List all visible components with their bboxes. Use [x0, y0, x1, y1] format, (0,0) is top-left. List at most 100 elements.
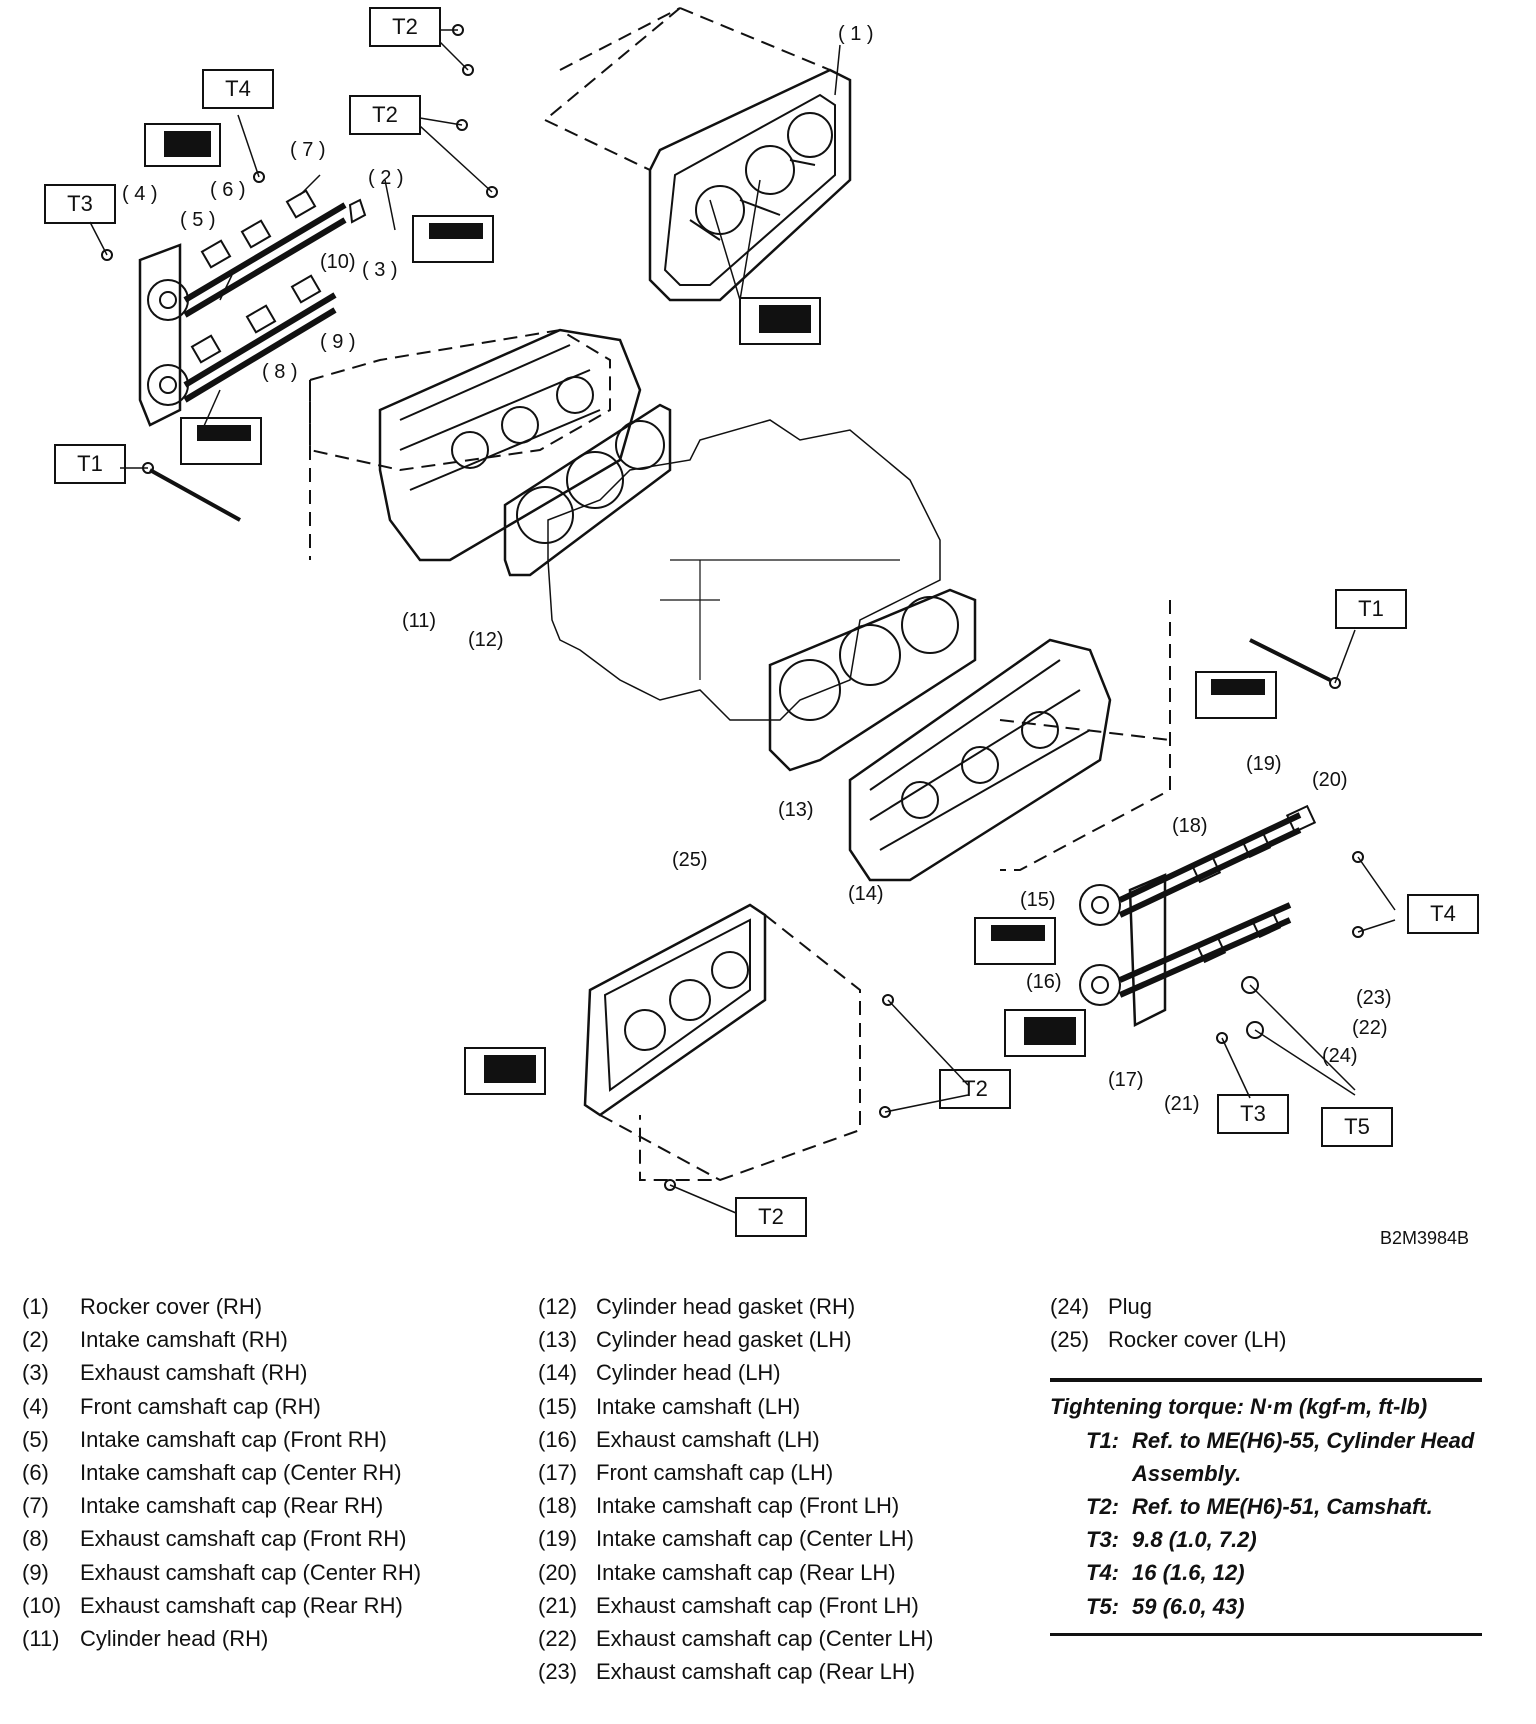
legend-item-number: (2): [22, 1327, 49, 1353]
legend-item: (5)Intake camshaft cap (Front RH): [22, 1423, 492, 1456]
legend-item-number: (19): [538, 1526, 578, 1552]
callout-5: ( 5 ): [180, 209, 216, 231]
torque-item-value: Ref. to ME(H6)-51, Camshaft.: [1132, 1494, 1433, 1520]
callout-15: (15): [1020, 889, 1056, 911]
legend-item-text: Rocker cover (RH): [80, 1294, 263, 1319]
callout-16: (16): [1026, 971, 1062, 993]
callout-11: (11): [402, 610, 436, 632]
engine-block-outline: [547, 419, 941, 721]
cylinder-head-rh: [309, 328, 642, 562]
legend-item: (20)Intake camshaft cap (Rear LH): [538, 1556, 1008, 1589]
callout-9: ( 9 ): [320, 331, 356, 353]
callout-19: (19): [1246, 753, 1282, 775]
tag-t2-c: T2: [962, 1076, 988, 1101]
callout-7: ( 7 ): [290, 139, 326, 161]
oil-icon: [974, 917, 1056, 965]
legend-item-number: (22): [538, 1626, 578, 1652]
callout-25: (25): [672, 849, 708, 871]
legend-item: (18)Intake camshaft cap (Front LH): [538, 1489, 1008, 1522]
legend-item-text: Plug: [1108, 1294, 1153, 1319]
tag-t3-a: T3: [67, 191, 93, 216]
callout-22: (22): [1352, 1017, 1388, 1039]
legend-item-text: Exhaust camshaft cap (Center LH): [596, 1626, 934, 1652]
callout-23: (23): [1356, 987, 1392, 1009]
legend-item-text: Exhaust camshaft cap (Center RH): [80, 1559, 422, 1585]
legend-item-number: (8): [22, 1526, 49, 1552]
legend-item: (19)Intake camshaft cap (Center LH): [538, 1522, 1008, 1555]
legend-item-text: Exhaust camshaft (LH): [596, 1426, 820, 1452]
legend-item-number: (23): [538, 1659, 578, 1685]
legend-item-text: Exhaust camshaft cap (Rear LH): [596, 1659, 916, 1685]
oil-icon: [412, 215, 494, 263]
legend-item: (3) Exhaust camshaft (RH): [22, 1356, 492, 1389]
legend-item-number: (24): [1050, 1294, 1090, 1319]
legend-item: (11)Cylinder head (RH): [22, 1622, 492, 1655]
sealant-icon: [739, 297, 821, 345]
callout-20: (20): [1312, 769, 1348, 791]
torque-item: T4: 16 (1.6, 12): [1050, 1556, 1482, 1589]
legend-item-number: (21): [538, 1592, 578, 1618]
callout-17: (17): [1108, 1069, 1144, 1091]
legend-column-2: (12)Cylinder head gasket (RH)(13)Cylinde…: [538, 1290, 1008, 1688]
callout-3: ( 3 ): [362, 259, 398, 281]
oil-icon: [180, 417, 262, 465]
legend-item-text: Cylinder head (LH): [596, 1360, 781, 1386]
legend-item-number: (4): [22, 1393, 49, 1419]
legend-item: (6) Intake camshaft cap (Center RH): [22, 1456, 492, 1489]
sealant-icon: [144, 123, 221, 167]
legend-item-text: Intake camshaft cap (Center RH): [80, 1460, 402, 1486]
legend-item-text: Cylinder head gasket (RH): [596, 1294, 856, 1319]
tag-t5: T5: [1344, 1114, 1370, 1139]
torque-item-key: T4:: [1086, 1560, 1119, 1586]
leader-lines: [89, 29, 1396, 1214]
legend-item-text: Cylinder head gasket (LH): [596, 1327, 852, 1353]
sealant-icon: [464, 1047, 546, 1095]
legend-item-number: (5): [22, 1426, 49, 1452]
torque-item-key: T5:: [1086, 1593, 1119, 1619]
callout-13: (13): [778, 799, 814, 821]
legend-item-number: (6): [22, 1460, 49, 1486]
tag-t2-b: T2: [372, 102, 398, 127]
torque-heading: Tightening torque: N·m (kgf-m, ft-lb): [1050, 1394, 1428, 1420]
torque-item-value: 59 (6.0, 43): [1132, 1593, 1245, 1619]
legend-item-number: (15): [538, 1393, 578, 1419]
bolts: [101, 24, 1364, 1191]
legend-column-1: (1)Rocker cover (RH)(2)Intake camshaft (…: [22, 1290, 492, 1655]
legend-item-number: (7): [22, 1493, 49, 1519]
legend-item-text: Front camshaft cap (LH): [596, 1460, 834, 1486]
legend-item: (23) Exhaust camshaft cap (Rear LH): [538, 1655, 1008, 1688]
legend-item-number: (9): [22, 1559, 49, 1585]
legend-item: (22) Exhaust camshaft cap (Center LH): [538, 1622, 1008, 1655]
torque-item: T1:Ref. to ME(H6)-55, Cylinder Head Asse…: [1050, 1424, 1482, 1490]
legend-item-number: (16): [538, 1426, 578, 1452]
legend-item-text: Exhaust camshaft (RH): [80, 1360, 308, 1386]
tag-t4-b: T4: [1430, 901, 1456, 926]
tag-t1-a: T1: [77, 451, 103, 476]
legend-item-number: (17): [538, 1460, 578, 1486]
legend-item-number: (13): [538, 1327, 578, 1353]
legend-item-text: Front camshaft cap (RH): [80, 1393, 321, 1419]
tag-t1-b: T1: [1358, 596, 1384, 621]
camshaft-assembly-rh: [138, 189, 367, 427]
legend-item: (10)Exhaust camshaft cap (Rear RH): [22, 1589, 492, 1622]
callout-4: ( 4 ): [122, 183, 158, 205]
sealant-icon: [1004, 1009, 1086, 1057]
legend-item-text: Cylinder head (RH): [80, 1626, 269, 1652]
tag-t4-a: T4: [225, 76, 251, 101]
tag-t2-a: T2: [392, 14, 418, 39]
legend-item-number: (25): [1050, 1327, 1090, 1353]
legend-item-number: (1): [22, 1294, 49, 1319]
torque-item-value: 16 (1.6, 12): [1132, 1560, 1245, 1586]
callout-8: ( 8 ): [262, 361, 298, 383]
exploded-view-diagram: T2 T2 T4 T3 T1 T1 T4 T3 T5 T2 T2 ( 1 ) (…: [44, 7, 1479, 1237]
legend-item-number: (10): [22, 1592, 62, 1618]
torque-spec-box: Tightening torque: N·m (kgf-m, ft-lb) T1…: [1050, 1378, 1482, 1636]
legend-item: (17) Front camshaft cap (LH): [538, 1456, 1008, 1489]
legend-column-3-items: (24)Plug(25)Rocker cover (LH): [1050, 1290, 1490, 1356]
torque-items: T1:Ref. to ME(H6)-55, Cylinder Head Asse…: [1050, 1424, 1482, 1623]
torque-item-key: T1:: [1086, 1427, 1119, 1453]
legend-item-number: (3): [22, 1360, 49, 1386]
torque-item: T2:Ref. to ME(H6)-51, Camshaft.: [1050, 1490, 1482, 1523]
legend-item: (8)Exhaust camshaft cap (Front RH): [22, 1522, 492, 1555]
legend-item: (24) Plug: [1050, 1290, 1490, 1323]
